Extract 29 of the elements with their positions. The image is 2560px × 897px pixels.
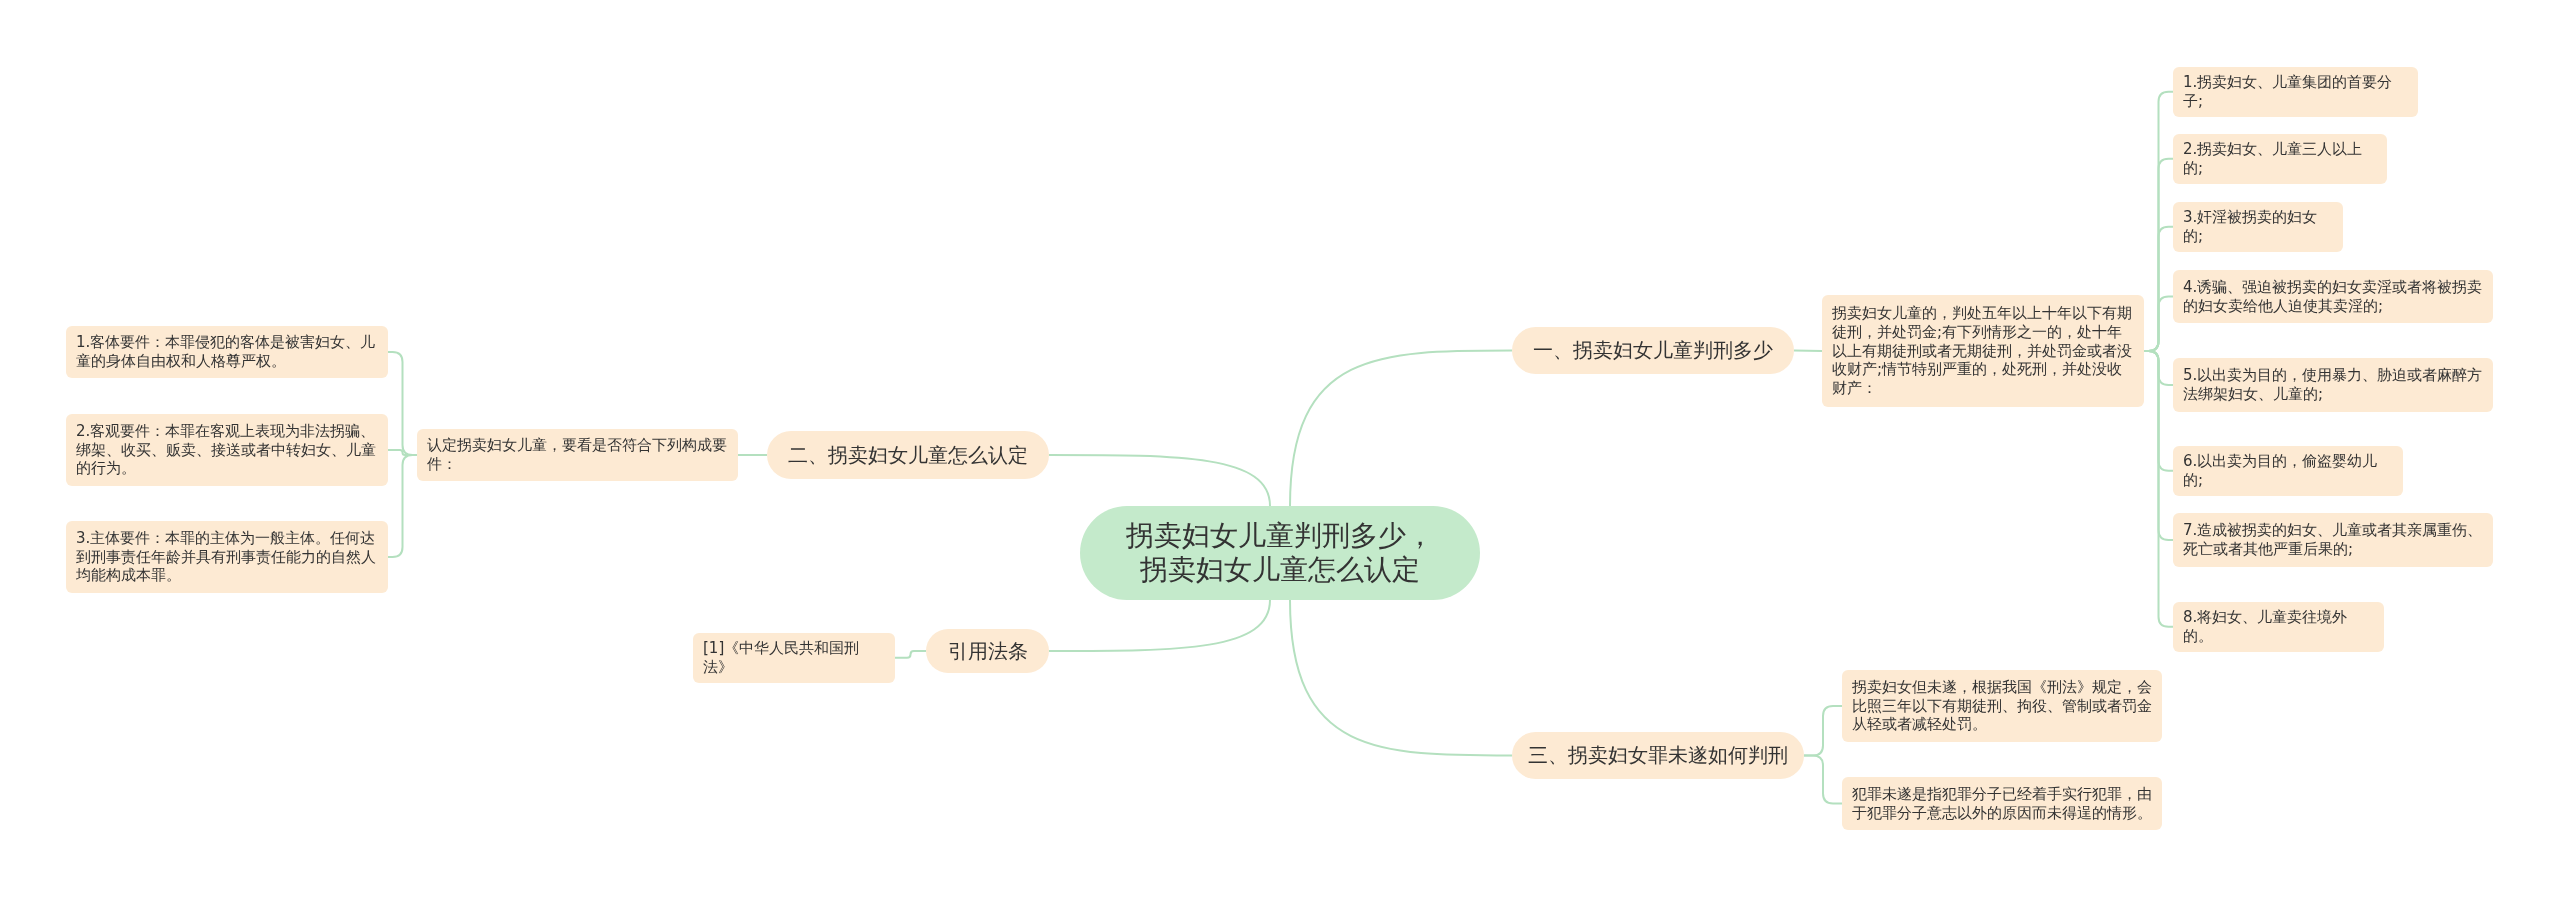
connector-line [1793, 349, 1823, 352]
note-card: 6.以出卖为目的，偷盗婴幼儿的; [2173, 446, 2403, 496]
connector-line [737, 454, 768, 456]
note-card: 认定拐卖妇女儿童，要看是否符合下列构成要件： [417, 429, 738, 481]
connector-line [1048, 599, 1271, 652]
note-card: 1.拐卖妇女、儿童集团的首要分子; [2173, 67, 2418, 117]
branch-topic: 二、拐卖妇女儿童怎么认定 [767, 431, 1049, 479]
note-card: 1.客体要件：本罪侵犯的客体是被害妇女、儿童的身体自由权和人格尊严权。 [66, 326, 388, 378]
branch-topic: 引用法条 [926, 629, 1049, 673]
note-card: 拐卖妇女但未遂，根据我国《刑法》规定，会比照三年以下有期徒刑、拘役、管制或者罚金从轻或者减轻处罚。 [1842, 670, 2162, 742]
note-card: 2.拐卖妇女、儿童三人以上的; [2173, 134, 2387, 184]
branch-topic: 一、拐卖妇女儿童判刑多少 [1512, 327, 1794, 374]
connector-line [894, 650, 927, 659]
central-topic: 拐卖妇女儿童判刑多少，拐卖妇女儿童怎么认定 [1080, 506, 1480, 600]
note-card: 2.客观要件：本罪在客观上表现为非法拐骗、绑架、收买、贩卖、接送或者中转妇女、儿童的行为。 [66, 414, 388, 486]
branch-topic: 三、拐卖妇女罪未遂如何判刑 [1512, 732, 1804, 779]
note-card: 7.造成被拐卖的妇女、儿童或者其亲属重伤、死亡或者其他严重后果的; [2173, 513, 2493, 567]
connector-line [1289, 349, 1513, 507]
note-card: 8.将妇女、儿童卖往境外的。 [2173, 602, 2384, 652]
connector-line [1289, 599, 1513, 757]
note-card: 3.主体要件：本罪的主体为一般主体。任何达到刑事责任年龄并具有刑事责任能力的自然人均能构成本罪。 [66, 521, 388, 593]
note-card: 拐卖妇女儿童的，判处五年以上十年以下有期徒刑，并处罚金;有下列情形之一的，处十年以上有期徒刑或者无期徒刑，并处罚金或者没收财产;情节特别严重的，处死刑，并处没收财产： [1822, 295, 2144, 407]
note-card: 4.诱骗、强迫被拐卖的妇女卖淫或者将被拐卖的妇女卖给他人迫使其卖淫的; [2173, 270, 2493, 323]
note-card: 犯罪未遂是指犯罪分子已经着手实行犯罪，由于犯罪分子意志以外的原因而未得逞的情形。 [1842, 777, 2162, 830]
connector-line [1803, 754, 1843, 805]
note-card: 3.奸淫被拐卖的妇女的; [2173, 202, 2343, 252]
note-card: 5.以出卖为目的，使用暴力、胁迫或者麻醉方法绑架妇女、儿童的; [2173, 358, 2493, 412]
connector-line [1048, 454, 1271, 507]
note-card: [1]《中华人民共和国刑法》 [693, 633, 895, 683]
